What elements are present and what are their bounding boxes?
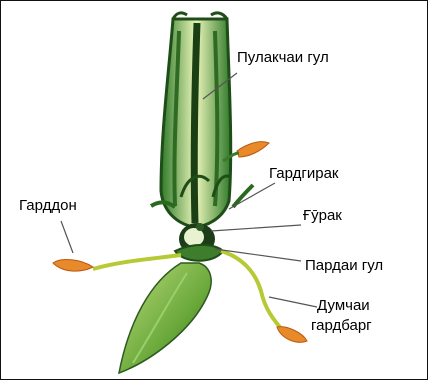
left-stamen bbox=[53, 255, 181, 271]
petal-base bbox=[175, 245, 223, 261]
label-stamen-anther: Гарддон bbox=[19, 197, 77, 215]
label-tail-line1: Думчаи bbox=[317, 297, 370, 315]
label-tail-line2: гардбарг bbox=[311, 317, 372, 335]
label-filament: Гардгирак bbox=[269, 165, 338, 183]
label-ovary: Ғӯрак bbox=[303, 207, 342, 225]
label-petal: Пардаи гул bbox=[305, 257, 383, 275]
upper-anther bbox=[237, 142, 269, 157]
label-corolla: Пулакчаи гул bbox=[237, 49, 329, 67]
corolla-tube bbox=[161, 13, 231, 227]
calyx bbox=[119, 263, 211, 373]
right-stamen bbox=[221, 251, 307, 342]
